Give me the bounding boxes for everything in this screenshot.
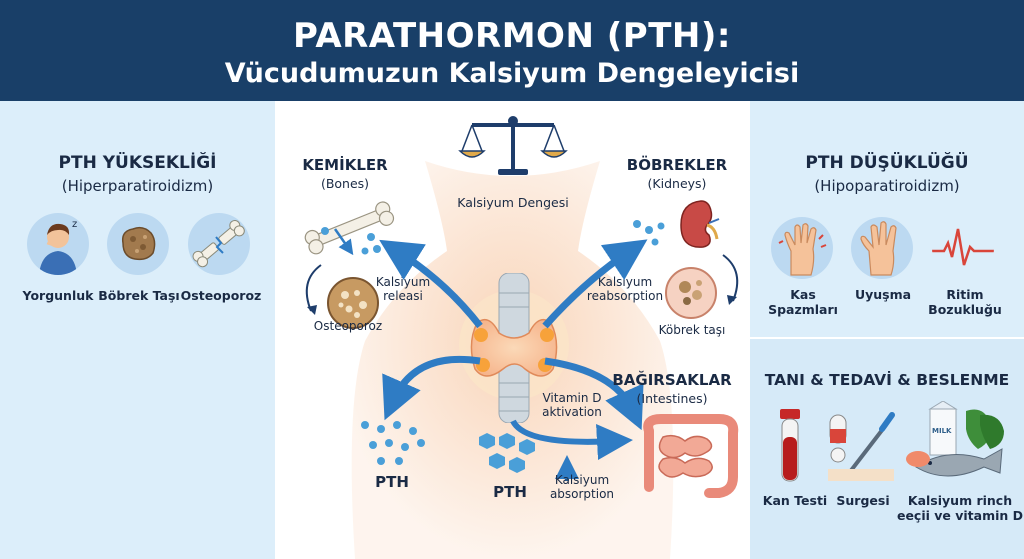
broken-bone-icon [188,213,250,275]
pth-low-title: PTH DÜŞÜKLÜĞÜ [805,153,969,173]
kidney-stone-closeup-icon [665,267,717,319]
symptom-label-numbness: Uyuşma [854,287,912,302]
nutrition-label-calcium-vitamin-d: Kalsiyum rinch eeçii ve vitamin D [896,493,1024,523]
header-banner: PARATHORMON (PTH): Vücudumuzun Kalsiyum … [0,0,1024,101]
bone-icon [304,201,395,255]
kidneys-reabsorption-label: Kalsiyum reabsorption [586,275,664,303]
cycle-arrow-bones [305,264,322,315]
intestines-subtitle: (Intestines) [636,391,708,406]
symptom-label-osteoporosis: Osteoporoz [180,288,262,303]
diagnosis-label-blood-test: Kan Testi [762,493,828,508]
page-subtitle: Vücudumuzun Kalsiyum Dengeleyicisi [224,58,800,89]
pth-low-subtitle: (Hipoparatiroidizm) [814,177,960,195]
svg-text:z: z [72,219,77,230]
pth-high-subtitle: (Hiperparatiroidizm) [61,177,214,195]
bones-release-label: Kalsiyum releasi [375,275,431,303]
blood-test-tube-icon [780,409,800,482]
numbness-hand-icon [851,217,913,279]
bones-subtitle: (Bones) [320,176,370,191]
fatigue-icon: z [27,213,89,275]
calcium-foods-icon: MILK [906,401,1004,477]
treatment-label-surgery: Surgesi [836,493,890,508]
diagnosis-treatment-panel: TANI & TEDAVİ & BESLENME Kan Testi Surge… [750,339,1024,559]
kidney-stone-icon [107,213,169,275]
symptom-label-fatigue: Yorgunluk [22,288,94,303]
thyroid-gland-icon [459,273,569,423]
calcium-balance-diagram: Kalsiyum Dengesi KEMİKLER (Bones) Kalsiy… [275,101,750,559]
cycle-arrow-kidneys [722,254,739,305]
intestines-icon [643,414,739,498]
page-title: PARATHORMON (PTH): [293,16,731,56]
symptom-label-arrhythmia: Ritim Bozukluğu [928,287,1002,317]
pth-label-left: PTH [375,473,409,491]
kidney-icon [680,200,720,248]
balance-label: Kalsiyum Dengesi [457,195,569,210]
spongy-bone-icon [327,277,379,329]
pth-hexagons-left [361,421,425,465]
heart-rhythm-icon [932,217,994,279]
diagnosis-title: TANI & TEDAVİ & BESLENME [764,371,1010,389]
bones-title: KEMİKLER [302,156,388,174]
vitamin-d-label: Vitamin D aktivation [542,391,602,419]
surgery-pills-icon [828,412,895,481]
kidneys-effect-label: Köbrek taşı [658,323,726,337]
pth-label-center: PTH [493,483,527,501]
intestines-title: BAĞIRSAKLAR [612,371,732,389]
calcium-absorption-label: Kalsiyum absorption [549,473,615,501]
symptom-label-muscle-spasm: Kas Spazmları [768,287,838,317]
pth-hexagons-center [479,433,535,473]
milk-carton-label: MILK [932,427,952,435]
balance-scale-icon [458,116,568,175]
calcium-dots-bones [321,227,381,256]
pth-high-panel: PTH YÜKSEKLİĞİ (Hiperparatiroidizm) z Yo… [0,101,275,559]
calcium-dots-kidneys [633,220,665,246]
muscle-spasm-hand-icon [771,217,833,279]
bones-effect-label: Osteoporoz [313,319,383,333]
symptom-label-kidney-stone: Böbrek Taşı [98,288,180,303]
pth-low-panel: PTH DÜŞÜKLÜĞÜ (Hipoparatiroidizm) Kas Sp… [750,101,1024,337]
kidneys-title: BÖBREKLER [626,156,728,174]
kidneys-subtitle: (Kidneys) [647,176,707,191]
pth-high-title: PTH YÜKSEKLİĞİ [58,153,217,173]
